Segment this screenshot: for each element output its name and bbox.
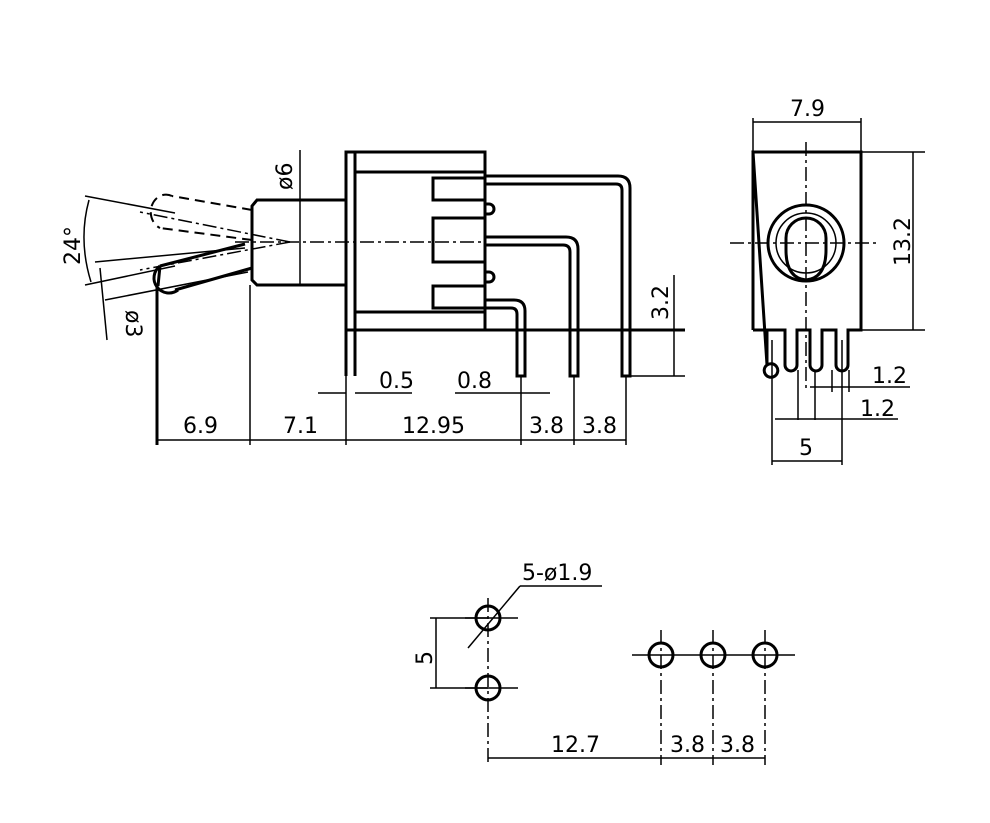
pin-width-label-2: 1.2 [860,397,895,422]
width-label: 7.9 [790,97,825,122]
terminal-3 [485,174,632,378]
height-label: 13.2 [891,217,916,266]
dim-7-1: 7.1 [283,414,318,439]
bushing-diameter-label: ø6 [273,163,298,190]
angle-label: 24° [61,226,86,265]
dim-0-8: 0.8 [457,369,492,394]
terminal-1 [485,298,527,378]
side-view [83,150,685,445]
pitch-label: 5 [799,436,813,461]
dim-0-5: 0.5 [379,369,414,394]
end-body [751,150,863,379]
hole-spec-label: 5-ø1.9 [522,561,592,586]
pcb-footprint [430,585,795,765]
dim-6-9: 6.9 [183,414,218,439]
dim-12-95: 12.95 [402,414,465,439]
dim-3-8-c: 3.8 [670,733,705,758]
lever-diameter-label: ø3 [120,310,145,337]
dim-12-7: 12.7 [551,733,600,758]
vertical-pitch-label: 5 [413,651,438,665]
pin-width-label-1: 1.2 [872,364,907,389]
dim-3-8-d: 3.8 [720,733,755,758]
end-view [730,118,925,465]
dim-3-2: 3.2 [649,285,674,320]
bushing [250,198,346,287]
toggle-lever [784,216,828,282]
dim-3-8-a: 3.8 [529,414,564,439]
dim-3-8-b: 3.8 [582,414,617,439]
